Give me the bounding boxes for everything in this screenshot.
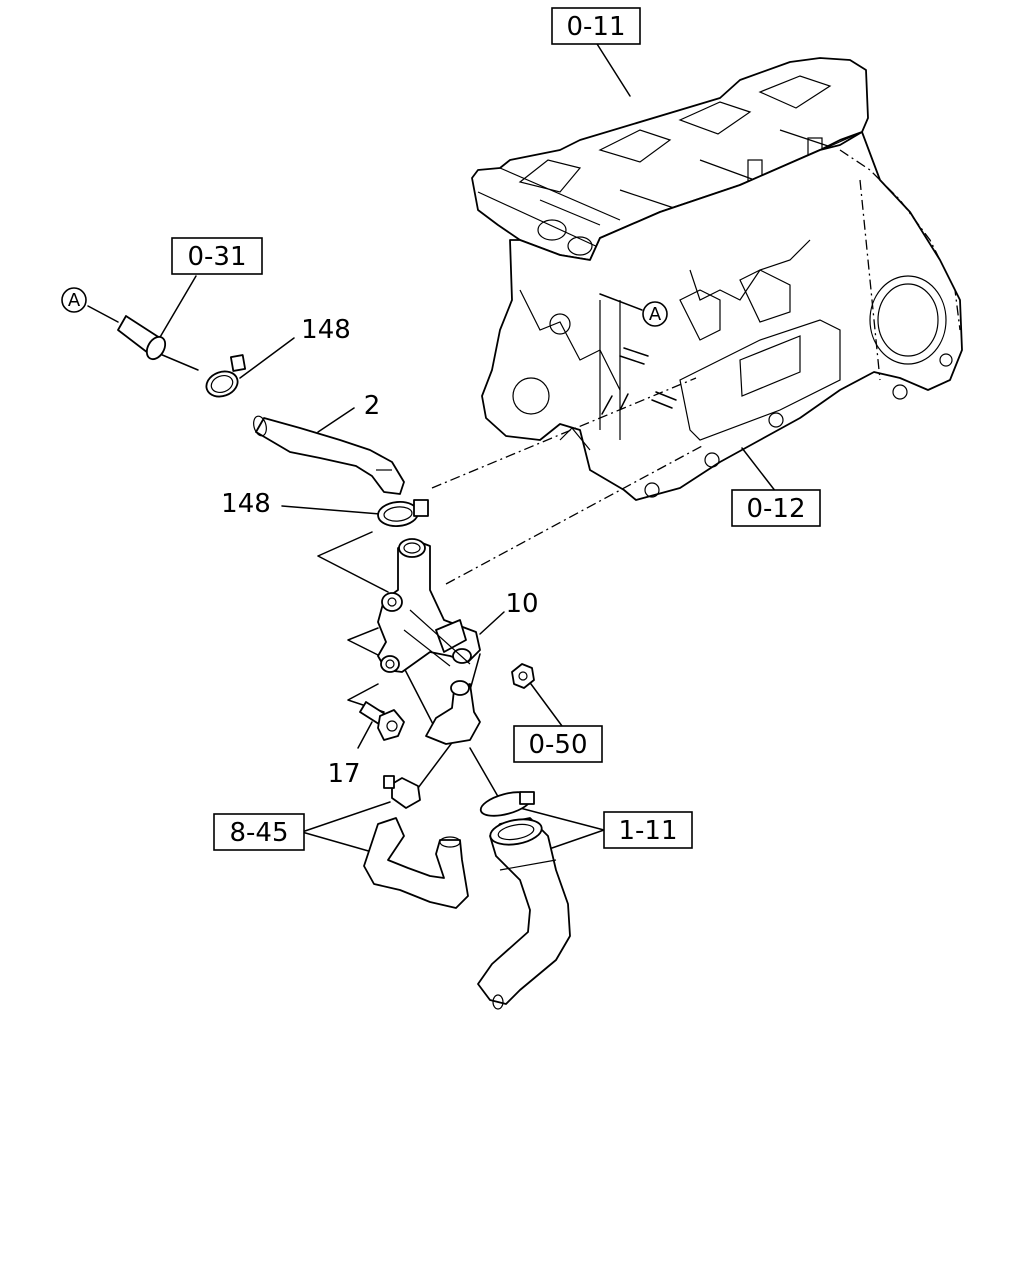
nut bbox=[511, 663, 535, 689]
radiator-hose bbox=[477, 791, 571, 1010]
hose-clamp-upper bbox=[205, 354, 247, 398]
callout-148-upper: 148 bbox=[301, 315, 351, 345]
callout-17: 17 bbox=[327, 759, 360, 789]
ref-box-0-12[interactable]: 0-12 bbox=[731, 489, 821, 527]
ref-label-0-12: 0-12 bbox=[746, 494, 805, 524]
ref-box-0-11[interactable]: 0-11 bbox=[551, 7, 641, 45]
ref-label-0-11: 0-11 bbox=[566, 12, 625, 42]
ref-box-0-50[interactable]: 0-50 bbox=[513, 725, 603, 763]
connector-mark-a-right: A bbox=[599, 293, 668, 327]
water-outlet-assembly bbox=[377, 538, 481, 745]
callout-10: 10 bbox=[505, 589, 538, 619]
bolt-17 bbox=[359, 701, 405, 741]
leader-lines bbox=[87, 35, 777, 853]
svg-text:A: A bbox=[649, 304, 662, 325]
engine-block bbox=[471, 57, 963, 501]
ref-label-0-50: 0-50 bbox=[528, 730, 587, 760]
ref-box-0-31[interactable]: 0-31 bbox=[171, 237, 263, 275]
connector-mark-a-left: A bbox=[61, 287, 87, 313]
ref-label-0-31: 0-31 bbox=[187, 242, 246, 272]
ref-box-1-11[interactable]: 1-11 bbox=[603, 811, 693, 849]
callout-148-lower: 148 bbox=[221, 489, 271, 519]
svg-text:A: A bbox=[68, 290, 81, 311]
callout-2: 2 bbox=[364, 391, 381, 421]
heater-hose bbox=[363, 775, 469, 909]
hose-clamp-lower bbox=[377, 499, 429, 527]
ref-label-8-45: 8-45 bbox=[229, 818, 288, 848]
ref-box-8-45[interactable]: 8-45 bbox=[213, 813, 305, 851]
oil-cooler-pipe bbox=[117, 315, 167, 361]
hose-2 bbox=[253, 415, 405, 495]
ref-label-1-11: 1-11 bbox=[618, 816, 677, 846]
